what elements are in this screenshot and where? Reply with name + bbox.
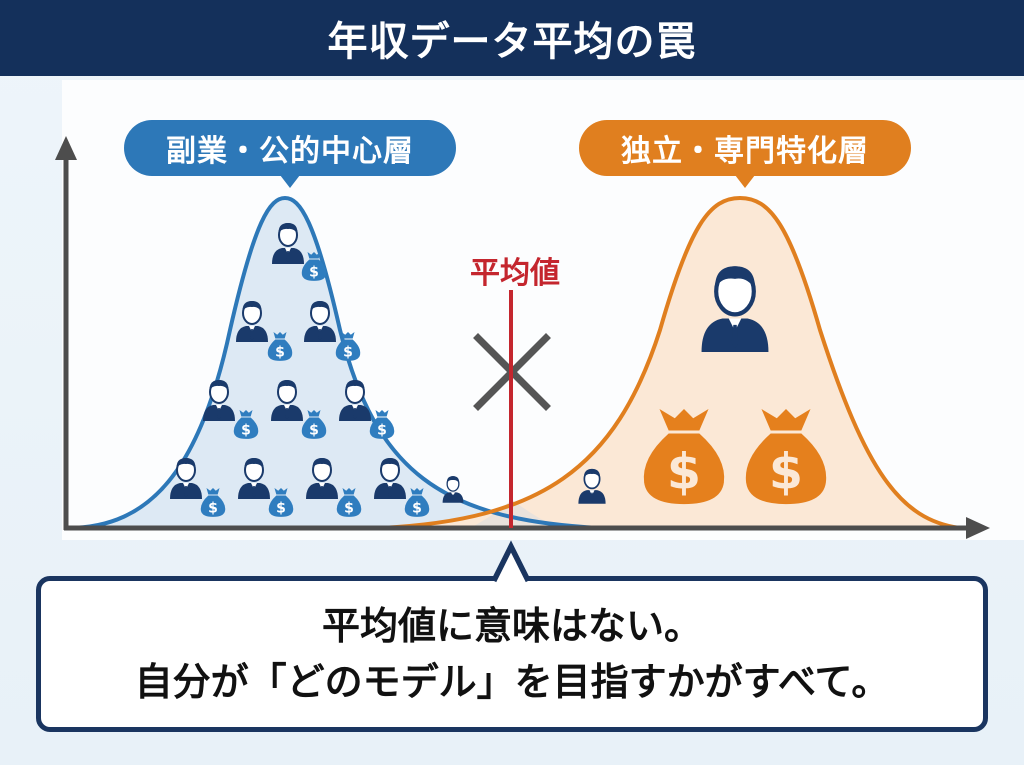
left-distribution-fill bbox=[68, 198, 600, 528]
left-group-label-text: 副業・公的中心層 bbox=[166, 134, 414, 169]
right-group-label-text: 独立・専門特化層 bbox=[621, 134, 869, 169]
person-icon bbox=[441, 475, 465, 503]
money-bag-icon bbox=[369, 410, 395, 439]
y-axis-arrow-icon bbox=[55, 136, 77, 160]
message-bubble: 平均値に意味はない。 自分が「どのモデル」を目指すかがすべて。 bbox=[36, 576, 988, 732]
x-axis-arrow-icon bbox=[966, 517, 990, 539]
message-line-2: 自分が「どのモデル」を目指すかがすべて。 bbox=[134, 660, 890, 704]
right-distribution-fill bbox=[380, 198, 960, 528]
right-group-label: 独立・専門特化層 bbox=[579, 120, 911, 188]
right-distribution-curve bbox=[379, 195, 961, 530]
bubble-tail bbox=[491, 540, 531, 582]
left-group-label: 副業・公的中心層 bbox=[124, 120, 456, 188]
message-line-1: 平均値に意味はない。 bbox=[321, 604, 702, 648]
title-bar: 年収データ平均の罠 bbox=[0, 0, 1024, 76]
page-title: 年収データ平均の罠 bbox=[327, 19, 697, 65]
average-label: 平均値 bbox=[470, 256, 560, 291]
left-distribution-curve bbox=[67, 195, 601, 530]
